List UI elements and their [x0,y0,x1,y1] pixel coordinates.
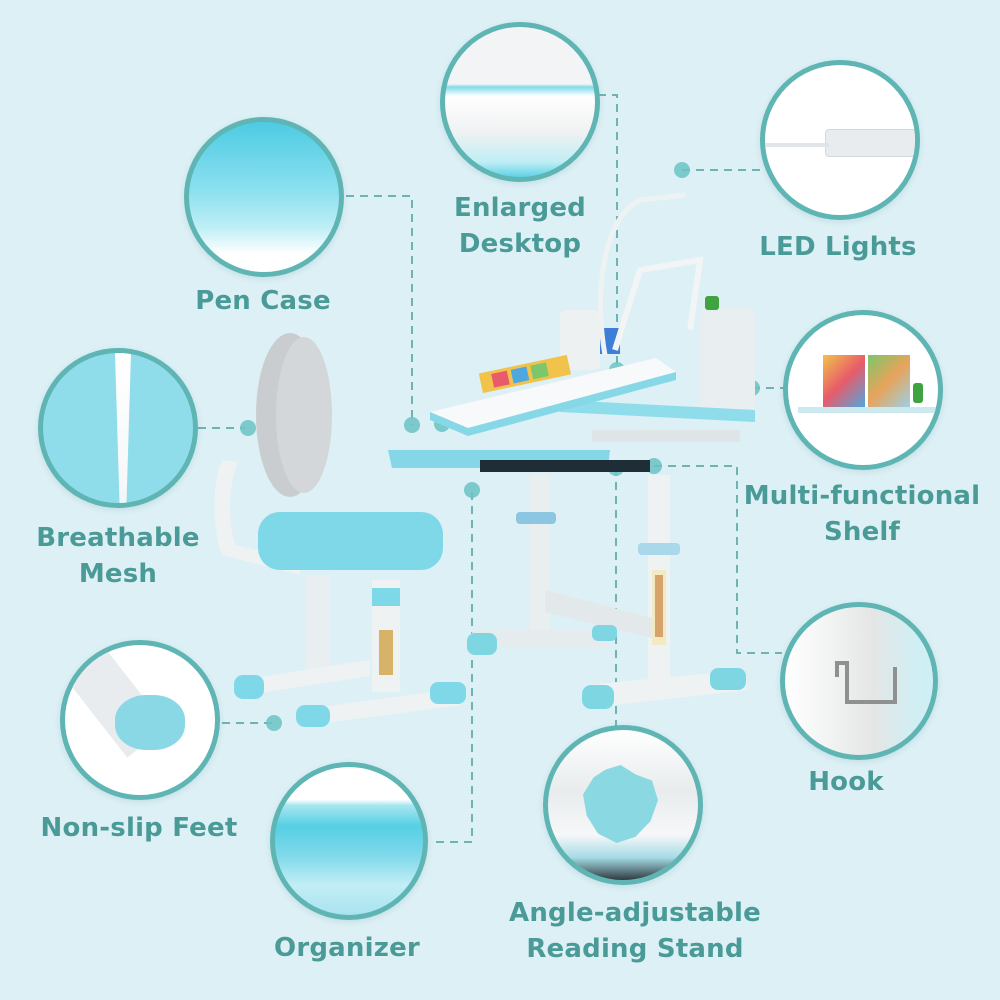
knob-closeup [543,725,703,885]
foot-cap-closeup [60,640,220,800]
hook-closeup [780,602,938,760]
shelf-closeup [783,310,943,470]
desk-top [388,192,755,472]
book-page-icon [868,355,910,407]
hook-icon [835,661,897,704]
label-led-lights: LED Lights [759,232,917,262]
label-hook: Hook [808,767,884,797]
led-lamp-icon [825,129,915,157]
label-pen-case: Pen Case [195,286,331,316]
book-icon [823,355,865,407]
foot-cap-icon [115,695,185,750]
label-non-slip-feet: Non-slip Feet [40,813,238,843]
knob-icon [583,765,658,843]
label-multi-functional-shelf: Multi-functional Shelf [743,481,981,547]
shelf-board [798,407,938,413]
plant-icon [913,383,923,403]
lamp-cord [765,143,829,147]
desk-legs [467,475,748,709]
chair [214,333,466,727]
backrest-closeup [38,348,198,508]
desktop-closeup [440,22,600,182]
label-organizer: Organizer [274,933,420,963]
pen-case-closeup [184,117,344,277]
label-breathable-mesh: Breathable Mesh [36,523,200,589]
led-lamp-closeup [760,60,920,220]
organizer-closeup [270,762,428,920]
mesh-gap-icon [115,353,131,503]
label-enlarged-desktop: Enlarged Desktop [453,193,587,259]
label-angle-adjustable-reading-stand: Angle-adjustable Reading Stand [509,898,761,964]
